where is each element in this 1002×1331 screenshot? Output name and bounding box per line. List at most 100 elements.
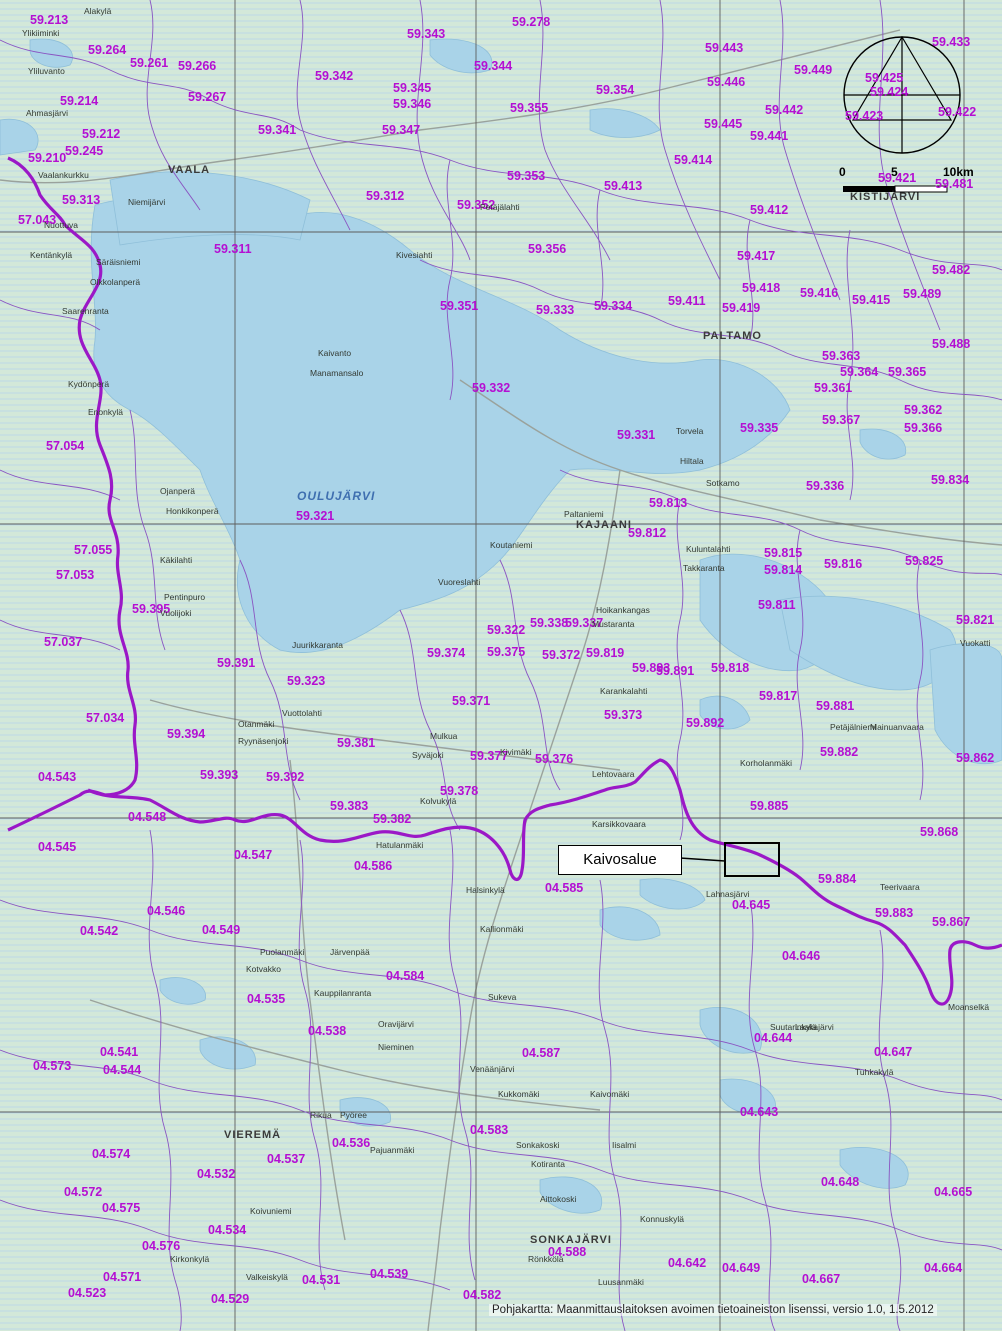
catchment-code-label: 04.523 [68,1286,106,1300]
scale-bar-segment-2 [894,185,948,193]
town-label: VIEREMÄ [224,1128,281,1141]
catchment-code-label: 04.586 [354,859,392,873]
catchment-code-label: 59.393 [200,768,238,782]
place-name-label: Ylikiiminki [22,28,59,38]
lake-small-13 [29,38,73,68]
catchment-code-label: 57.053 [56,568,94,582]
catchment-code-label: 59.371 [452,694,490,708]
callout-leader-line [679,857,726,862]
place-name-label: Torvela [676,426,704,436]
place-name-label: Korholanmäki [740,758,792,768]
place-name-label: Karsikkovaara [592,819,646,829]
place-name-label: Nieminen [378,1042,414,1052]
catchment-code-label: 59.395 [132,602,170,616]
catchment-code-label: 04.575 [102,1201,140,1215]
catchment-code-label: 59.411 [668,294,706,308]
catchment-code-label: 04.582 [463,1288,501,1302]
catchment-code-label: 59.367 [822,413,860,427]
catchment-code-label: 59.412 [750,203,788,217]
catchment-code-label: 59.322 [487,623,525,637]
place-name-label: Kydönperä [68,379,109,389]
place-name-label: Sotkamo [706,478,740,488]
place-name-label: Pajuanmäki [370,1145,415,1155]
place-name-label: Paltaniemi [564,509,604,519]
catchment-code-label: 04.642 [668,1256,706,1270]
catchment-code-label: 59.363 [822,349,860,363]
catchment-code-label: 59.449 [794,63,832,77]
place-name-label: Pyöree [340,1110,367,1120]
place-name-label: Syväjoki [412,750,444,760]
catchment-code-label: 59.446 [707,75,745,89]
catchment-code-label: 04.664 [924,1261,962,1275]
catchment-code-label: 59.356 [528,242,566,256]
catchment-code-label: 04.572 [64,1185,102,1199]
catchment-code-label: 04.531 [302,1273,340,1287]
catchment-code-label: 59.445 [704,117,742,131]
catchment-code-label: 59.391 [217,656,255,670]
scale-label-mid: 5 [891,165,898,179]
place-name-label: Kukkomäki [498,1089,540,1099]
catchment-code-label: 59.825 [905,554,943,568]
catchment-code-label: 59.417 [737,249,775,263]
catchment-code-label: 04.574 [92,1147,130,1161]
mine-area-rectangle[interactable] [724,842,780,877]
catchment-code-label: 59.362 [904,403,942,417]
divide-west [7,156,139,832]
catchment-code-label: 59.812 [628,526,666,540]
catchment-code-label: 04.538 [308,1024,346,1038]
place-name-label: Käkilahti [160,555,192,565]
catchment-code-label: 04.643 [740,1105,778,1119]
place-name-label: Rönkkölä [528,1254,564,1264]
place-name-label: Pentinpuro [164,592,205,602]
place-name-label: Valkeiskylä [246,1272,288,1282]
place-name-label: Mainuanvaara [870,722,924,732]
town-labels: VAALAKAJAANIPALTAMOVIEREMÄSONKAJÄRVIKIST… [168,164,919,1246]
catchment-code-label: 57.054 [46,439,84,453]
catchment-code-label: 59.441 [750,129,788,143]
place-name-label: Oravijärvi [378,1019,414,1029]
catchment-code-label: 59.323 [287,674,325,688]
catchment-code-label: 59.312 [366,189,404,203]
catchment-code-label: 59.425 [865,71,903,85]
place-name-label: Vaalankurkku [38,170,89,180]
divide-south [87,758,1002,1006]
catchment-code-label: 04.587 [522,1046,560,1060]
lake-small-6 [719,1078,776,1115]
town-label: VAALA [168,164,210,176]
catchment-code-label: 04.544 [103,1063,141,1077]
catchment-code-label: 04.644 [754,1031,792,1045]
place-name-label: Sukeva [488,992,517,1002]
place-name-label: Rikua [310,1110,332,1120]
place-name-label: Kuluntalahti [686,544,731,554]
place-name-label: Mustaranta [592,619,635,629]
catchment-code-label: 59.377 [470,749,508,763]
place-name-label: Kauppilanranta [314,988,371,998]
catchment-code-label: 59.424 [870,85,908,99]
place-name-label: Enonkylä [88,407,123,417]
major-drainage-divide [7,156,1002,1006]
place-name-label: Hiltala [680,456,704,466]
lake-small-9 [159,977,206,1005]
place-name-label: Honkikonperä [166,506,219,516]
catchment-code-label: 59.883 [875,906,913,920]
catchment-code-label: 59.821 [956,613,994,627]
place-name-label: Sonkakoski [516,1140,560,1150]
catchment-code-label: 59.372 [542,648,580,662]
catchment-code-label: 04.541 [100,1045,138,1059]
catchment-code-label: 59.351 [440,299,478,313]
place-name-label: Nuottuva [44,220,78,230]
place-name-label: Moanselkä [948,1002,989,1012]
map-attribution: Pohjakartta: Maanmittauslaitoksen avoime… [489,1304,937,1316]
place-name-label: Manamansalo [310,368,364,378]
mine-area-callout[interactable]: Kaivosalue [558,845,682,875]
catchment-code-label: 59.816 [824,557,862,571]
catchment-code-label: 04.648 [821,1175,859,1189]
catchment-code-label: 59.313 [62,193,100,207]
catchment-code-label: 04.536 [332,1136,370,1150]
place-name-label: Kaivanto [318,348,351,358]
place-name-label: Karankalahti [600,686,647,696]
catchment-code-label: 59.364 [840,365,878,379]
catchment-code-label: 59.867 [932,915,970,929]
